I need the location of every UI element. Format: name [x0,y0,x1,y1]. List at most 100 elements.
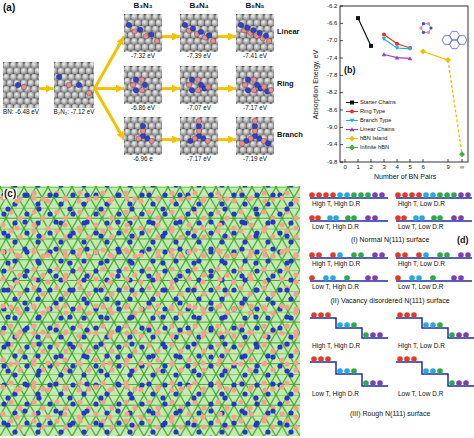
b-atom [245,25,250,30]
data-point [459,151,465,157]
b-atom [257,30,262,35]
condition-label: Low T, Low D.R [398,224,443,231]
n-atom [196,128,201,133]
legend-sample [346,144,358,151]
extrapolation-line [448,60,462,154]
reaction-arrow [218,35,236,38]
condition-label: High T, High D.R [312,261,360,268]
axis-tick: 6 [422,164,425,170]
energy-label: -7.41 eV [236,52,274,59]
axis-tick: -9.4 [327,141,337,147]
column-header: B₃N₃ [134,2,153,10]
b-atom [188,138,193,143]
n-atom [252,118,257,123]
adsorption-configuration: -7.32 eV [124,14,162,59]
legend-sample [346,135,358,142]
step-surface [310,318,474,386]
b-atom [149,32,154,37]
n-atom [210,38,215,43]
legend-text: Ring Type [360,108,385,115]
n-atom [136,136,141,141]
axis-tick: ∞ [460,164,464,170]
axis-tick: 0 [344,164,347,170]
data-points [382,33,412,50]
b-atom [133,88,138,93]
condition-label: High T, High D.R [312,201,360,208]
legend-sample [346,117,358,124]
reaction-arrow [95,87,125,90]
legend-entry: hBN Island [346,135,387,142]
legend-entry: Infinite hBN [346,144,389,151]
adsorption-configuration: -7.19 eV [236,117,274,162]
surface-line [310,198,472,281]
legend-marker [349,136,355,142]
condition-label: High T, High D.R [312,343,360,350]
b-atom [252,123,257,128]
b-atom [140,123,145,128]
ring-series [384,35,410,48]
ni-surface-model [236,117,274,155]
axis-tick: -8.2 [327,89,337,95]
b-atom [15,82,20,87]
axis-tick: -6.6 [327,20,337,26]
n-atom [130,82,135,87]
legend-text: Starter Chains [360,99,396,106]
n-atom [252,128,257,133]
adatom-row [423,368,443,374]
n-atom [139,77,144,82]
energy-label: -7.17 eV [236,104,274,111]
n-atom [21,84,26,89]
axis-tick: -9.0 [327,124,337,130]
n-atom [149,138,154,143]
n-atom [268,87,273,92]
b-atom [189,88,194,93]
column-header: B₄N₄ [190,2,209,10]
axis-tick: 2 [370,164,373,170]
ni-surface-model [124,66,162,104]
n-atom [143,34,148,39]
x-ticks [345,159,462,162]
adatom-row [449,380,469,386]
legend-marker [350,110,354,114]
panel-letter: (b) [344,66,356,75]
adsorption-configuration: -7.41 eV [236,14,274,59]
growth-schematics [309,192,474,386]
axis-title: Number of BN Pairs [374,173,436,180]
surface-caption: (II) Vacancy disordered N(111) surface [331,297,450,304]
condition-label: Low T, Low D.R [398,391,443,398]
axis-tick: 4 [396,164,399,170]
legend-sample [346,108,358,115]
condition-label: Low T, Low D.R [398,284,443,291]
axis-tick: 3 [383,164,386,170]
adatom-row [363,332,383,338]
b-atom [265,141,270,146]
b-atom [263,33,268,38]
ni-surface-model [124,14,162,52]
ni-surface-model [236,66,274,104]
adatom-row [309,192,385,198]
legend-marker [349,145,355,151]
ni-atoms [236,66,274,104]
reaction-arrow [162,35,180,38]
axis-tick: 1 [357,164,360,170]
data-point [369,44,373,48]
n-atom [205,138,210,143]
adsorption-configuration: -6.86 eV [124,66,162,111]
condition-label: High T, Low D.R [398,261,445,268]
adatom-row [397,356,417,362]
adatom-row [395,192,471,198]
n-atom [196,118,201,123]
surface-caption: (III) Rough N(111) surface [350,410,430,417]
b-atom [138,27,143,32]
adatom-row [397,312,417,318]
adsorption-configuration: -7.39 eV [180,14,218,59]
adsorption-configuration: -6.96 e [124,117,162,162]
legend-text: Branch Type [360,117,391,124]
energy-label: -7.19 eV [236,155,274,162]
b-atom [76,82,81,87]
axis-tick: 9 [447,164,450,170]
ni-surface-model [180,14,218,52]
b-atom [133,77,138,82]
adatom-row [311,312,331,318]
energy-label: -7.17 eV [180,155,218,162]
